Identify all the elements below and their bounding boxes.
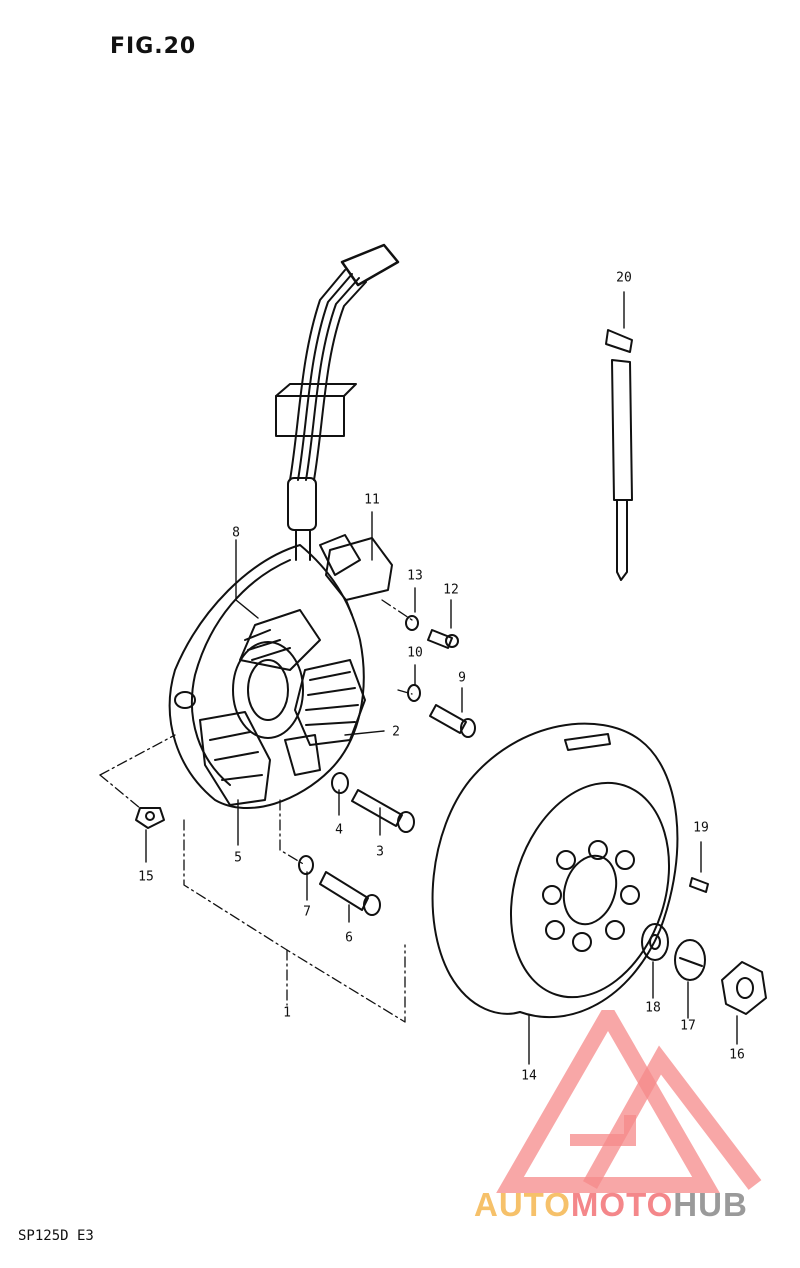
callout-5: 5 (234, 850, 242, 866)
callout-7: 7 (303, 904, 311, 920)
watermark-moto: MOTO (570, 1186, 674, 1223)
leader-lines (145, 291, 738, 1065)
callout-10: 10 (407, 645, 423, 661)
callout-19: 19 (693, 820, 709, 836)
callout-12: 12 (443, 582, 459, 598)
callout-13: 13 (407, 568, 423, 584)
callout-4: 4 (335, 822, 343, 838)
watermark-text: AUTOMOTOHUB (474, 1186, 748, 1224)
watermark-hub: HUB (673, 1186, 748, 1223)
pulser-coil (325, 537, 393, 616)
wiring-harness (275, 243, 400, 561)
flywheel-rotor (431, 722, 679, 1019)
callout-1: 1 (283, 1005, 291, 1021)
callout-18: 18 (645, 1000, 661, 1016)
callout-20: 20 (616, 270, 632, 286)
callout-14: 14 (521, 1068, 537, 1084)
callout-3: 3 (376, 844, 384, 860)
figure-title: FIG.20 (110, 34, 197, 59)
watermark-auto: AUTO (474, 1186, 571, 1223)
callout-15: 15 (138, 869, 154, 885)
callout-16: 16 (729, 1047, 745, 1063)
callout-8: 8 (232, 525, 240, 541)
watermark-logo (496, 1010, 762, 1193)
callout-6: 6 (345, 930, 353, 946)
stator-coils (199, 609, 366, 806)
assembly-lines (99, 599, 413, 1023)
callout-11: 11 (364, 492, 380, 508)
washers-and-nut (641, 877, 767, 1015)
screws (135, 615, 476, 916)
stator-plate (168, 534, 365, 809)
callout-2: 2 (392, 724, 400, 740)
model-code: SP125D E3 (18, 1228, 94, 1244)
callout-9: 9 (458, 670, 466, 686)
tool-20 (605, 329, 633, 581)
callout-17: 17 (680, 1018, 696, 1034)
